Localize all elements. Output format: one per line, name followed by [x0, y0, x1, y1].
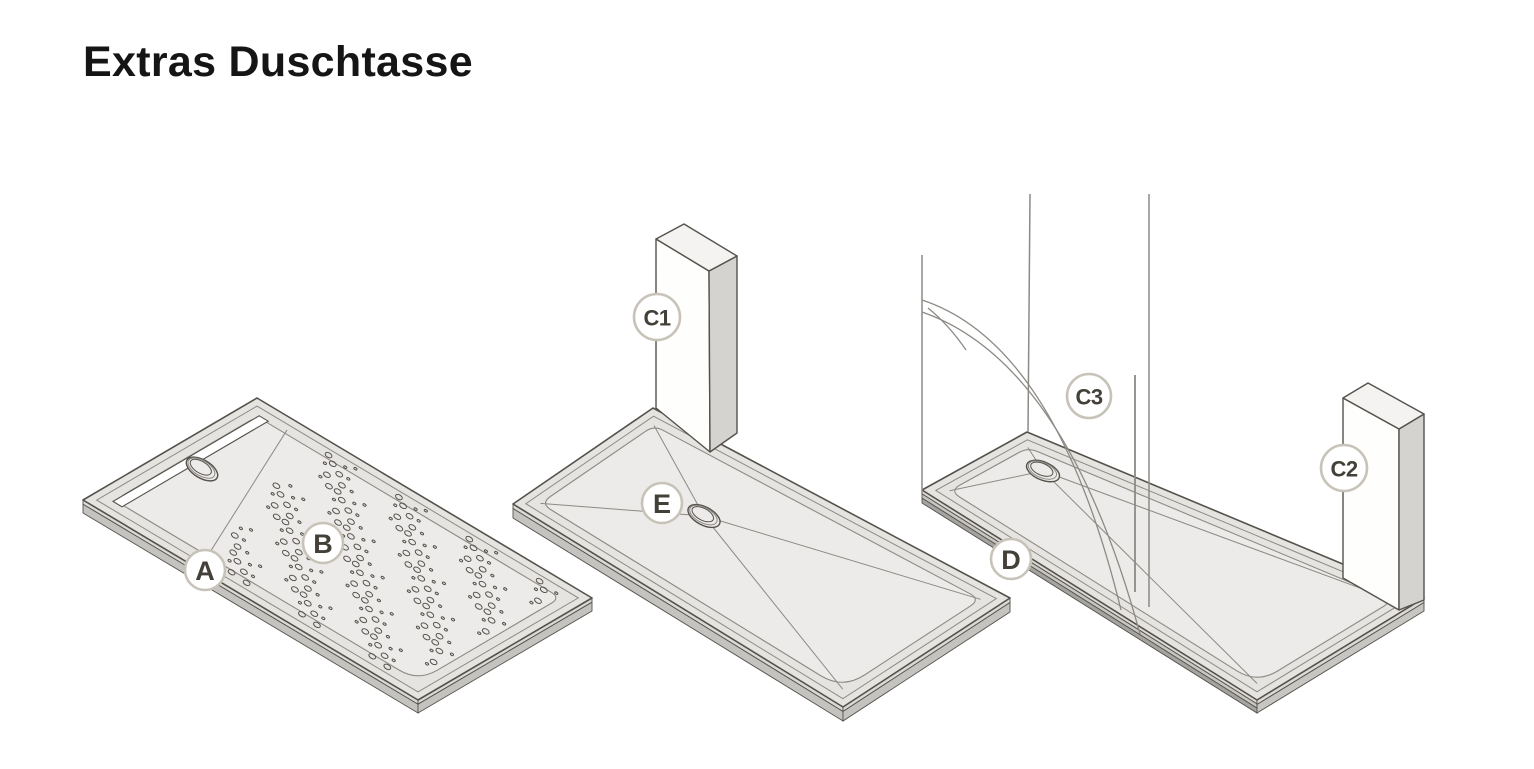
callout-circle: [989, 537, 1033, 581]
callout-c3: C3: [1065, 372, 1113, 420]
callout-letter: B: [313, 529, 333, 559]
callout-letter: D: [1001, 545, 1021, 575]
drain-icon: [1025, 459, 1061, 483]
callout-letter: C1: [643, 306, 670, 331]
callout-letter: C3: [1075, 385, 1102, 410]
callout-e: E: [640, 481, 684, 525]
callout-circle: [1065, 372, 1113, 420]
tray-with-wall-panel-illustration: [512, 223, 1011, 722]
slope-lines: [949, 447, 1394, 684]
callout-circle: [183, 548, 227, 592]
callout-circle: [640, 481, 684, 525]
wall-panel-c2: [1342, 382, 1425, 611]
glass-panel: [921, 193, 1150, 607]
curved-door-arc: [921, 299, 1141, 635]
callout-b: B: [301, 521, 345, 565]
callout-a: A: [183, 548, 227, 592]
callout-d: D: [989, 537, 1033, 581]
page-title: Extras Duschtasse: [83, 38, 473, 86]
drain-icon: [185, 456, 219, 482]
drain-icon: [687, 503, 721, 529]
callout-circle: [1319, 443, 1369, 493]
callout-c1: C1: [632, 292, 682, 342]
callout-letter: E: [653, 489, 671, 519]
callout-circle: [301, 521, 345, 565]
wall-panel-c1: [655, 223, 738, 453]
callout-layer: A B C1 E C3 D: [183, 292, 1369, 592]
illustrations: [82, 193, 1425, 722]
callout-letter: A: [195, 556, 215, 586]
callout-c2: C2: [1319, 443, 1369, 493]
callout-circle: [632, 292, 682, 342]
callout-letter: C2: [1330, 457, 1357, 482]
